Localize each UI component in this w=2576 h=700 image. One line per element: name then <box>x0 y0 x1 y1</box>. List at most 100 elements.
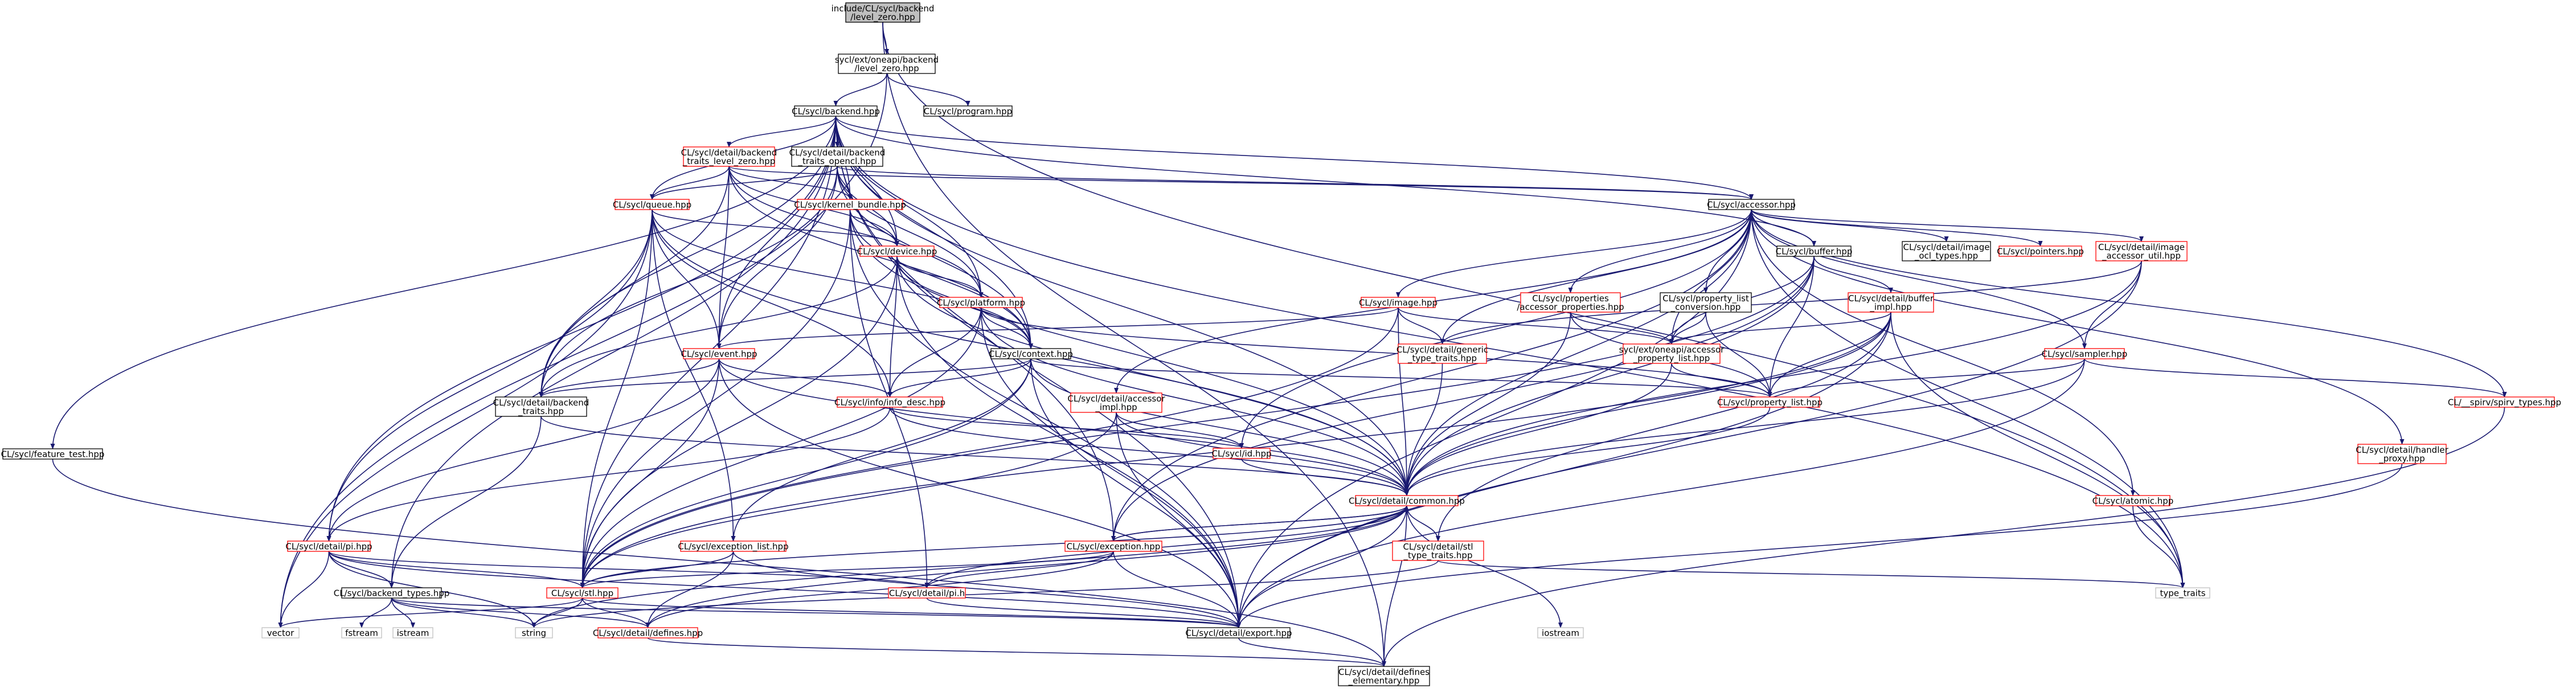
node-label: vector <box>267 628 294 638</box>
edge-backend_types-to-export <box>391 597 1241 628</box>
node-plist_conv[interactable]: CL/sycl/property_list_conversion.hpp <box>1660 292 1752 313</box>
node-label: CL/sycl/accessor.hpp <box>1707 200 1796 210</box>
node-context[interactable]: CL/sycl/context.hpp <box>989 348 1073 359</box>
node-event[interactable]: CL/sycl/event.hpp <box>681 348 757 359</box>
node-platform[interactable]: CL/sycl/platform.hpp <box>937 297 1025 308</box>
node-root[interactable]: include/CL/sycl/backend/level_zero.hpp <box>832 2 935 23</box>
edge-platform-to-stl <box>580 307 982 588</box>
node-sampler[interactable]: CL/sycl/sampler.hpp <box>2042 348 2128 359</box>
node-label: CL/sycl/detail/generic <box>1396 345 1488 355</box>
node-label: _elementary.hpp <box>1348 676 1420 686</box>
node-defines[interactable]: CL/sycl/detail/defines.hpp <box>593 627 703 638</box>
node-label: CL/sycl/stl.hpp <box>551 588 613 599</box>
node-label: CL/sycl/detail/defines.hpp <box>593 628 703 638</box>
edge-exc_list-to-stl <box>580 551 734 588</box>
edge-common-to-iostream <box>1406 505 1563 628</box>
node-feature_test[interactable]: CL/sycl/feature_test.hpp <box>1 448 105 460</box>
edge-image-to-event <box>716 307 1399 349</box>
node-fstream: fstream <box>341 627 382 638</box>
edge-property_list-to-common <box>1404 407 1771 496</box>
node-box <box>1064 541 1162 552</box>
node-stl_tt[interactable]: CL/sycl/detail/stl_type_traits.hpp <box>1392 541 1484 561</box>
edge-bt_ocl-to-context <box>837 166 1033 349</box>
node-acc_impl[interactable]: CL/sycl/detail/accessor_impl.hpp <box>1067 392 1165 413</box>
node-export[interactable]: CL/sycl/detail/export.hpp <box>1185 627 1292 638</box>
node-common[interactable]: CL/sycl/detail/common.hpp <box>1349 495 1465 506</box>
node-buffer[interactable]: CL/sycl/buffer.hpp <box>1776 245 1853 257</box>
node-prop_acc[interactable]: CL/sycl/properties/accessor_properties.h… <box>1517 292 1624 313</box>
node-backend[interactable]: CL/sycl/backend.hpp <box>792 105 880 117</box>
edge-queue-to-exc_list <box>652 209 736 542</box>
node-property_list[interactable]: CL/sycl/property_list.hpp <box>1717 396 1823 408</box>
node-exc_list[interactable]: CL/sycl/exception_list.hpp <box>678 541 789 552</box>
node-info_desc[interactable]: CL/sycl/info/info_desc.hpp <box>834 396 945 408</box>
node-box <box>1187 627 1291 638</box>
edge-stl-to-defines <box>581 597 650 628</box>
edge-context-to-backend_traits <box>539 358 1031 398</box>
node-kernel_bundle[interactable]: CL/sycl/kernel_bundle.hpp <box>794 199 906 211</box>
node-defines_elem[interactable]: CL/sycl/detail/defines_elementary.hpp <box>1338 666 1430 686</box>
node-ext_lz[interactable]: sycl/ext/oneapi/backend/level_zero.hpp <box>835 54 939 74</box>
node-pointers[interactable]: CL/sycl/pointers.hpp <box>1997 245 2084 257</box>
edge-common-to-defines <box>645 505 1407 628</box>
node-label: /accessor_properties.hpp <box>1517 302 1624 313</box>
node-backend_traits[interactable]: CL/sycl/detail/backend_traits.hpp <box>493 396 589 417</box>
node-bt_lz[interactable]: CL/sycl/detail/backend_traits_level_zero… <box>681 146 777 167</box>
edge-prop_acc-to-common <box>1404 312 1571 496</box>
node-atomic[interactable]: CL/sycl/atomic.hpp <box>2092 495 2174 506</box>
node-label: CL/sycl/detail/defines <box>1338 667 1430 677</box>
node-label: CL/sycl/detail/backend <box>681 148 777 158</box>
edge-event-to-stl <box>580 358 720 588</box>
edge-buffer_impl-to-common <box>1404 312 1891 496</box>
node-program[interactable]: CL/sycl/program.hpp <box>923 105 1013 117</box>
node-handler_proxy[interactable]: CL/sycl/detail/handler_proxy.hpp <box>2356 444 2449 464</box>
node-generic_tt[interactable]: CL/sycl/detail/generic_type_traits.hpp <box>1396 343 1488 364</box>
node-image[interactable]: CL/sycl/image.hpp <box>1359 297 1438 308</box>
node-id[interactable]: CL/sycl/id.hpp <box>1211 448 1272 459</box>
edge-atomic-to-type_traits <box>2132 505 2185 588</box>
node-label: CL/sycl/detail/backend <box>493 398 589 408</box>
edge-context-to-property_list <box>1030 358 1772 398</box>
edge-pi_hpp-to-pi_h <box>328 551 929 588</box>
node-label: CL/sycl/buffer.hpp <box>1776 247 1853 257</box>
edge-backend-to-common <box>835 116 1409 496</box>
edge-handler_proxy-to-export <box>1236 463 2403 628</box>
edge-context-to-stl <box>580 358 1031 588</box>
node-accessor[interactable]: CL/sycl/accessor.hpp <box>1707 199 1796 210</box>
node-pi_h[interactable]: CL/sycl/detail/pi.h <box>888 587 966 599</box>
node-box <box>546 587 619 599</box>
node-exception[interactable]: CL/sycl/exception.hpp <box>1064 541 1162 552</box>
node-backend_types[interactable]: CL/sycl/backend_types.hpp <box>334 587 450 599</box>
node-label: CL/sycl/exception.hpp <box>1067 542 1161 552</box>
node-buffer_impl[interactable]: CL/sycl/detail/buffer_impl.hpp <box>1848 292 1934 313</box>
node-queue[interactable]: CL/sycl/queue.hpp <box>613 199 691 210</box>
edge-backend_types-to-istream <box>391 597 415 628</box>
edge-device-to-backend_traits <box>539 256 898 398</box>
node-stl[interactable]: CL/sycl/stl.hpp <box>546 587 619 599</box>
node-pi_hpp[interactable]: CL/sycl/detail/pi.hpp <box>285 541 372 552</box>
node-bt_ocl[interactable]: CL/sycl/detail/backend_traits_opencl.hpp <box>789 146 886 167</box>
edge-ext_lz-to-backend <box>833 73 887 107</box>
node-box <box>341 587 442 599</box>
node-label: _traits.hpp <box>518 406 564 417</box>
edge-event-to-backend_traits <box>539 358 720 398</box>
edge-event-to-info_desc <box>718 358 892 398</box>
node-layer: include/CL/sycl/backend/level_zero.hppsy… <box>1 2 2561 686</box>
node-label: CL/sycl/queue.hpp <box>613 200 691 210</box>
edge-ext_acc_plist-to-property_list <box>1671 363 1772 398</box>
edge-img_acc_util-to-export <box>1236 260 2142 628</box>
edge-event-to-export <box>718 358 1241 628</box>
node-device[interactable]: CL/sycl/device.hpp <box>857 245 937 257</box>
node-label: CL/sycl/id.hpp <box>1211 449 1271 459</box>
edge-bt_ocl-to-platform <box>837 166 984 298</box>
node-image_ocl[interactable]: CL/sycl/detail/image_ocl_types.hpp <box>1902 241 1991 261</box>
node-ext_acc_plist[interactable]: sycl/ext/oneapi/accessor_property_list.h… <box>1619 343 1725 364</box>
node-box <box>923 105 1013 117</box>
node-label: CL/sycl/feature_test.hpp <box>1 449 105 460</box>
edge-image-to-stl <box>580 307 1399 588</box>
node-img_acc_util[interactable]: CL/sycl/detail/image_accessor_util.hpp <box>2095 241 2188 261</box>
node-spirv_types[interactable]: CL/__spirv/spirv_types.hpp <box>2448 396 2561 408</box>
node-box <box>2044 348 2125 359</box>
edge-layer <box>50 22 2507 667</box>
